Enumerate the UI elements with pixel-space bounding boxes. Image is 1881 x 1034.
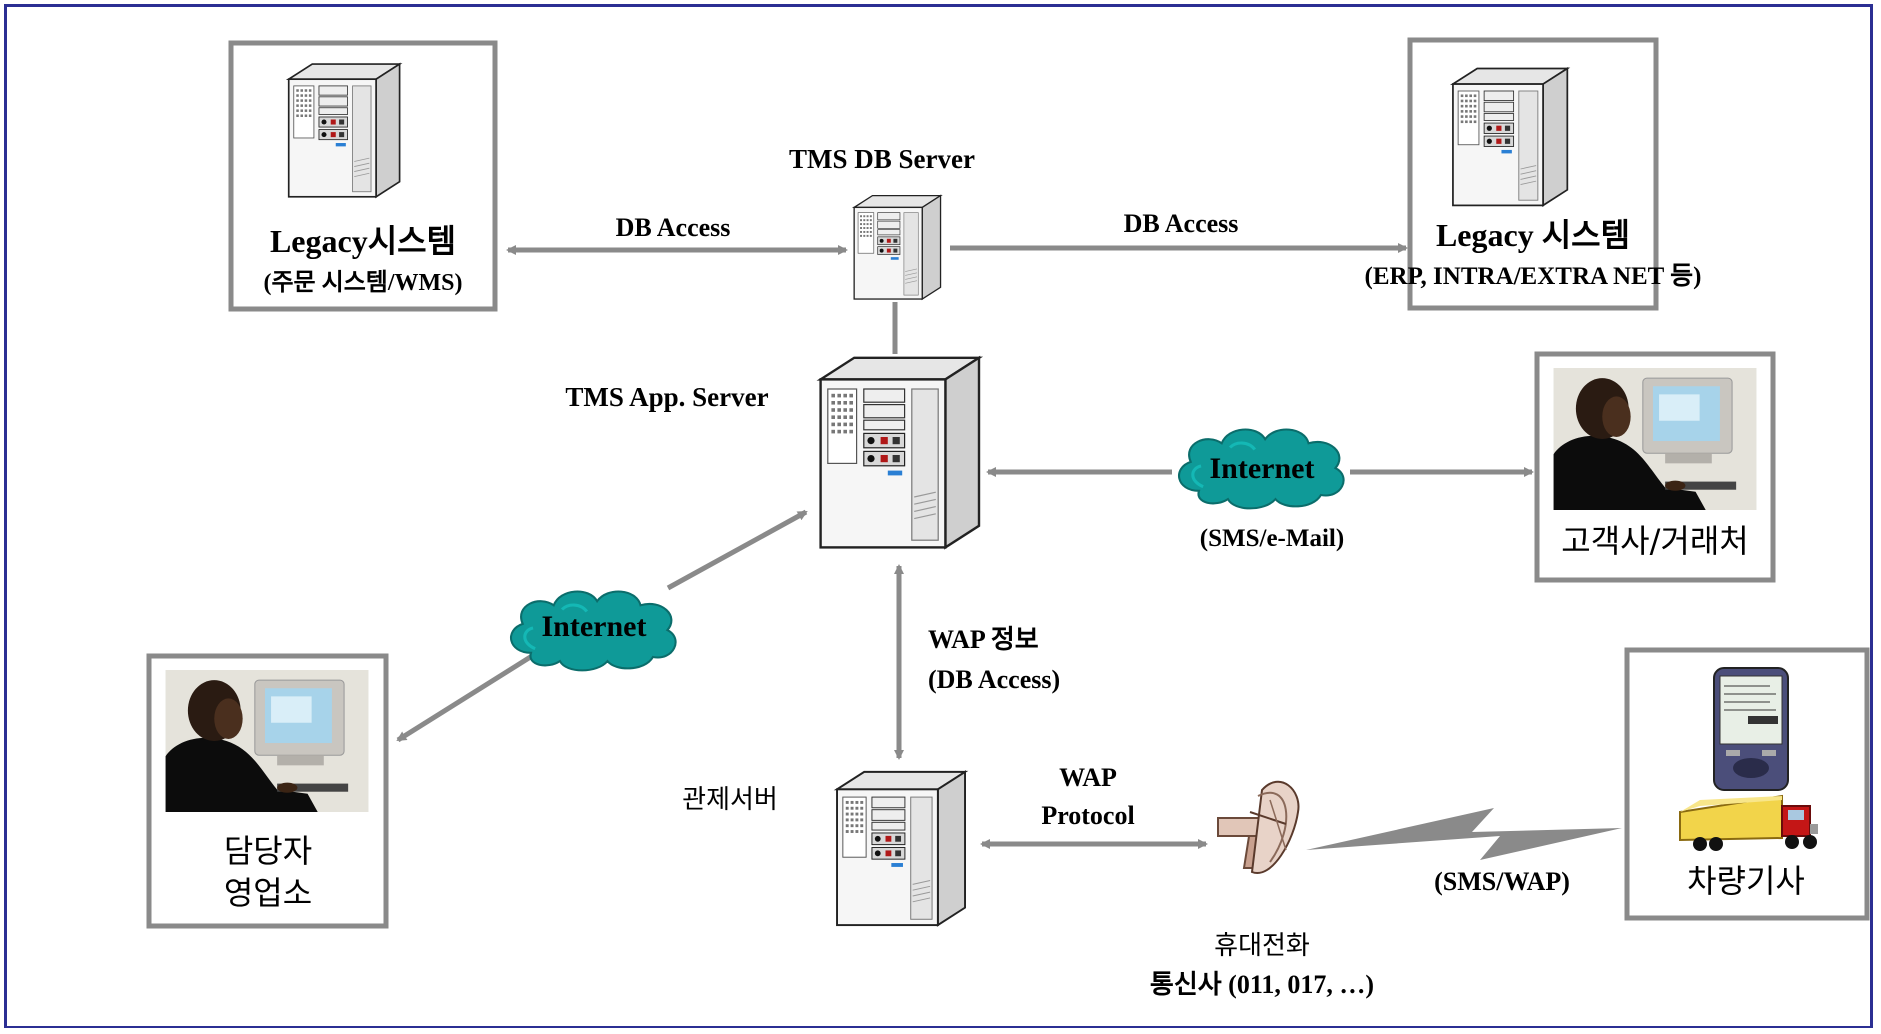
connectors xyxy=(396,243,1534,849)
wap-db-access-label: (DB Access) xyxy=(928,665,1060,694)
control-server-label: 관제서버 xyxy=(682,785,778,815)
wap-protocol-line2: Protocol xyxy=(1041,801,1134,830)
internet-left-label: Internet xyxy=(542,610,647,643)
satellite-dish-icon xyxy=(1217,780,1300,875)
legacy-right-box xyxy=(1407,37,1659,311)
truck-icon xyxy=(1679,794,1818,851)
db-access-left-label: DB Access xyxy=(616,213,731,242)
carrier-line2: 통신사 (011, 017, …) xyxy=(1150,970,1374,999)
user-at-computer-photo xyxy=(1553,368,1757,510)
sms-email-label: (SMS/e-Mail) xyxy=(1200,525,1344,552)
mobile-phone-icon xyxy=(1713,667,1789,791)
staff-line2: 영업소 xyxy=(224,874,312,912)
diagram-frame xyxy=(4,4,1873,1028)
server-tower-icon xyxy=(836,770,967,927)
legacy-left-subtitle: (주문 시스템/WMS) xyxy=(263,269,462,296)
server-tower-icon xyxy=(1451,67,1569,207)
wap-info-label: WAP 정보 xyxy=(928,625,1039,654)
sms-wap-label: (SMS/WAP) xyxy=(1434,867,1570,896)
tms-db-label: TMS DB Server xyxy=(789,144,975,174)
internet-right-label: Internet xyxy=(1210,452,1315,485)
driver-box xyxy=(1624,647,1870,921)
legacy-left-title: Legacy시스템 xyxy=(270,223,456,259)
tms-app-label: TMS App. Server xyxy=(565,382,768,412)
arrow-internet-to-app-left xyxy=(666,509,808,591)
db-access-right-label: DB Access xyxy=(1124,209,1239,238)
wap-protocol-line1: WAP xyxy=(1059,763,1117,792)
staff-box xyxy=(146,653,389,929)
legacy-right-subtitle: (ERP, INTRA/EXTRA NET 등) xyxy=(1365,263,1702,290)
server-tower-icon xyxy=(819,356,981,549)
carrier-line1: 휴대전화 xyxy=(1214,931,1310,961)
staff-line1: 담당자 xyxy=(224,832,312,870)
server-tower-icon xyxy=(853,194,942,300)
arrow-internet-to-staff xyxy=(396,653,534,743)
customer-box xyxy=(1534,351,1776,583)
driver-label: 차량기사 xyxy=(1687,862,1805,900)
user-at-computer-photo xyxy=(165,670,369,812)
customer-label: 고객사/거래처 xyxy=(1561,522,1748,560)
legacy-left-box xyxy=(228,40,498,312)
legacy-right-title: Legacy 시스템 xyxy=(1436,217,1630,253)
server-tower-icon xyxy=(287,63,401,198)
wireless-lightning-icon xyxy=(1306,808,1622,860)
